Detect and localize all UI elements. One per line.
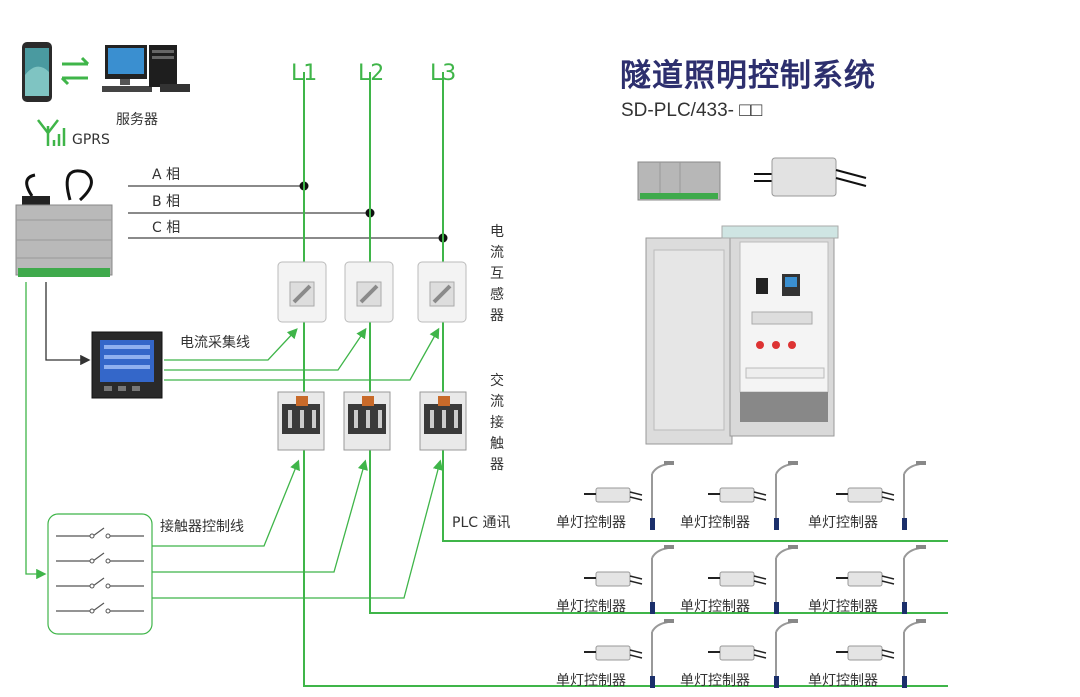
phone-icon (22, 42, 52, 102)
ac-contactor (419, 391, 467, 451)
current-transformer (277, 261, 327, 323)
phase-row-c: C 相 (152, 220, 180, 236)
svg-text:流: 流 (490, 394, 504, 410)
current-transformer (417, 261, 467, 323)
lamp-controller-unit: 单灯控制器 (556, 545, 674, 615)
signal-icon (37, 119, 66, 146)
svg-text:交: 交 (490, 372, 504, 389)
contactor-control-label: 接触器控制线 (160, 518, 244, 535)
model-number: SD-PLC/433- □□ (621, 100, 763, 121)
phase-row-b: B 相 (152, 194, 180, 210)
current-collection-label: 电流采集线 (180, 334, 250, 351)
lamp-controller-unit: 单灯控制器 (680, 545, 798, 615)
server-computer-icon (102, 45, 190, 92)
lamp-controller-unit: 单灯控制器 (808, 461, 926, 531)
plc-module-product (637, 161, 721, 201)
lamp-controller-label: 单灯控制器 (680, 673, 750, 689)
svg-text:接: 接 (490, 414, 504, 431)
lamp-controller-label: 单灯控制器 (556, 599, 626, 615)
lamp-controller-label: 单灯控制器 (808, 673, 878, 689)
phase-label-l2: L2 (358, 61, 384, 86)
contactor-control-lines (152, 459, 444, 599)
power-meter-device (91, 331, 163, 399)
relay-switch-box (47, 513, 153, 635)
plc-comm-label: PLC 通讯 (452, 515, 510, 531)
controller-to-relay-line (25, 282, 47, 580)
lamp-controller-product (754, 157, 867, 197)
svg-text:感: 感 (490, 286, 504, 303)
lamp-controller-label: 单灯控制器 (680, 599, 750, 615)
svg-text:器: 器 (490, 308, 504, 324)
lamp-controller-label: 单灯控制器 (556, 515, 626, 531)
lamp-controller-unit: 单灯控制器 (556, 619, 674, 689)
ac-contactor (343, 391, 391, 451)
page-title: 隧道照明控制系统 (620, 58, 876, 94)
lamp-controller-label: 单灯控制器 (808, 515, 878, 531)
gprs-label: GPRS (72, 132, 110, 148)
contactor-label: 交 流 接 触 器 (490, 372, 504, 473)
svg-text:电: 电 (490, 224, 504, 240)
current-collection-lines (164, 327, 440, 381)
current-transformer (344, 261, 394, 323)
controller-to-meter-line (45, 282, 91, 366)
lamp-controller-unit: 单灯控制器 (808, 545, 926, 615)
lamp-controller-unit: 单灯控制器 (808, 619, 926, 689)
lamp-controller-label: 单灯控制器 (680, 515, 750, 531)
lamp-controller-unit: 单灯控制器 (680, 461, 798, 531)
server-label: 服务器 (116, 112, 158, 128)
svg-text:流: 流 (490, 245, 504, 261)
phase-label-l3: L3 (430, 61, 456, 86)
lamp-controller-unit: 单灯控制器 (680, 619, 798, 689)
sync-arrows-icon (60, 56, 90, 86)
ac-contactor (277, 391, 325, 451)
lamp-controller-unit: 单灯控制器 (556, 461, 674, 531)
svg-text:触: 触 (490, 436, 504, 452)
svg-text:器: 器 (490, 457, 504, 473)
lamp-controller-label: 单灯控制器 (808, 599, 878, 615)
phase-row-a: A 相 (152, 167, 180, 183)
phase-row-wires (128, 185, 443, 239)
lamp-controller-label: 单灯控制器 (556, 673, 626, 689)
phase-label-l1: L1 (291, 61, 317, 86)
svg-text:互: 互 (490, 266, 504, 282)
plc-controller-device (15, 169, 113, 277)
control-cabinet (645, 225, 839, 445)
current-transformer-label: 电 流 互 感 器 (490, 224, 504, 324)
